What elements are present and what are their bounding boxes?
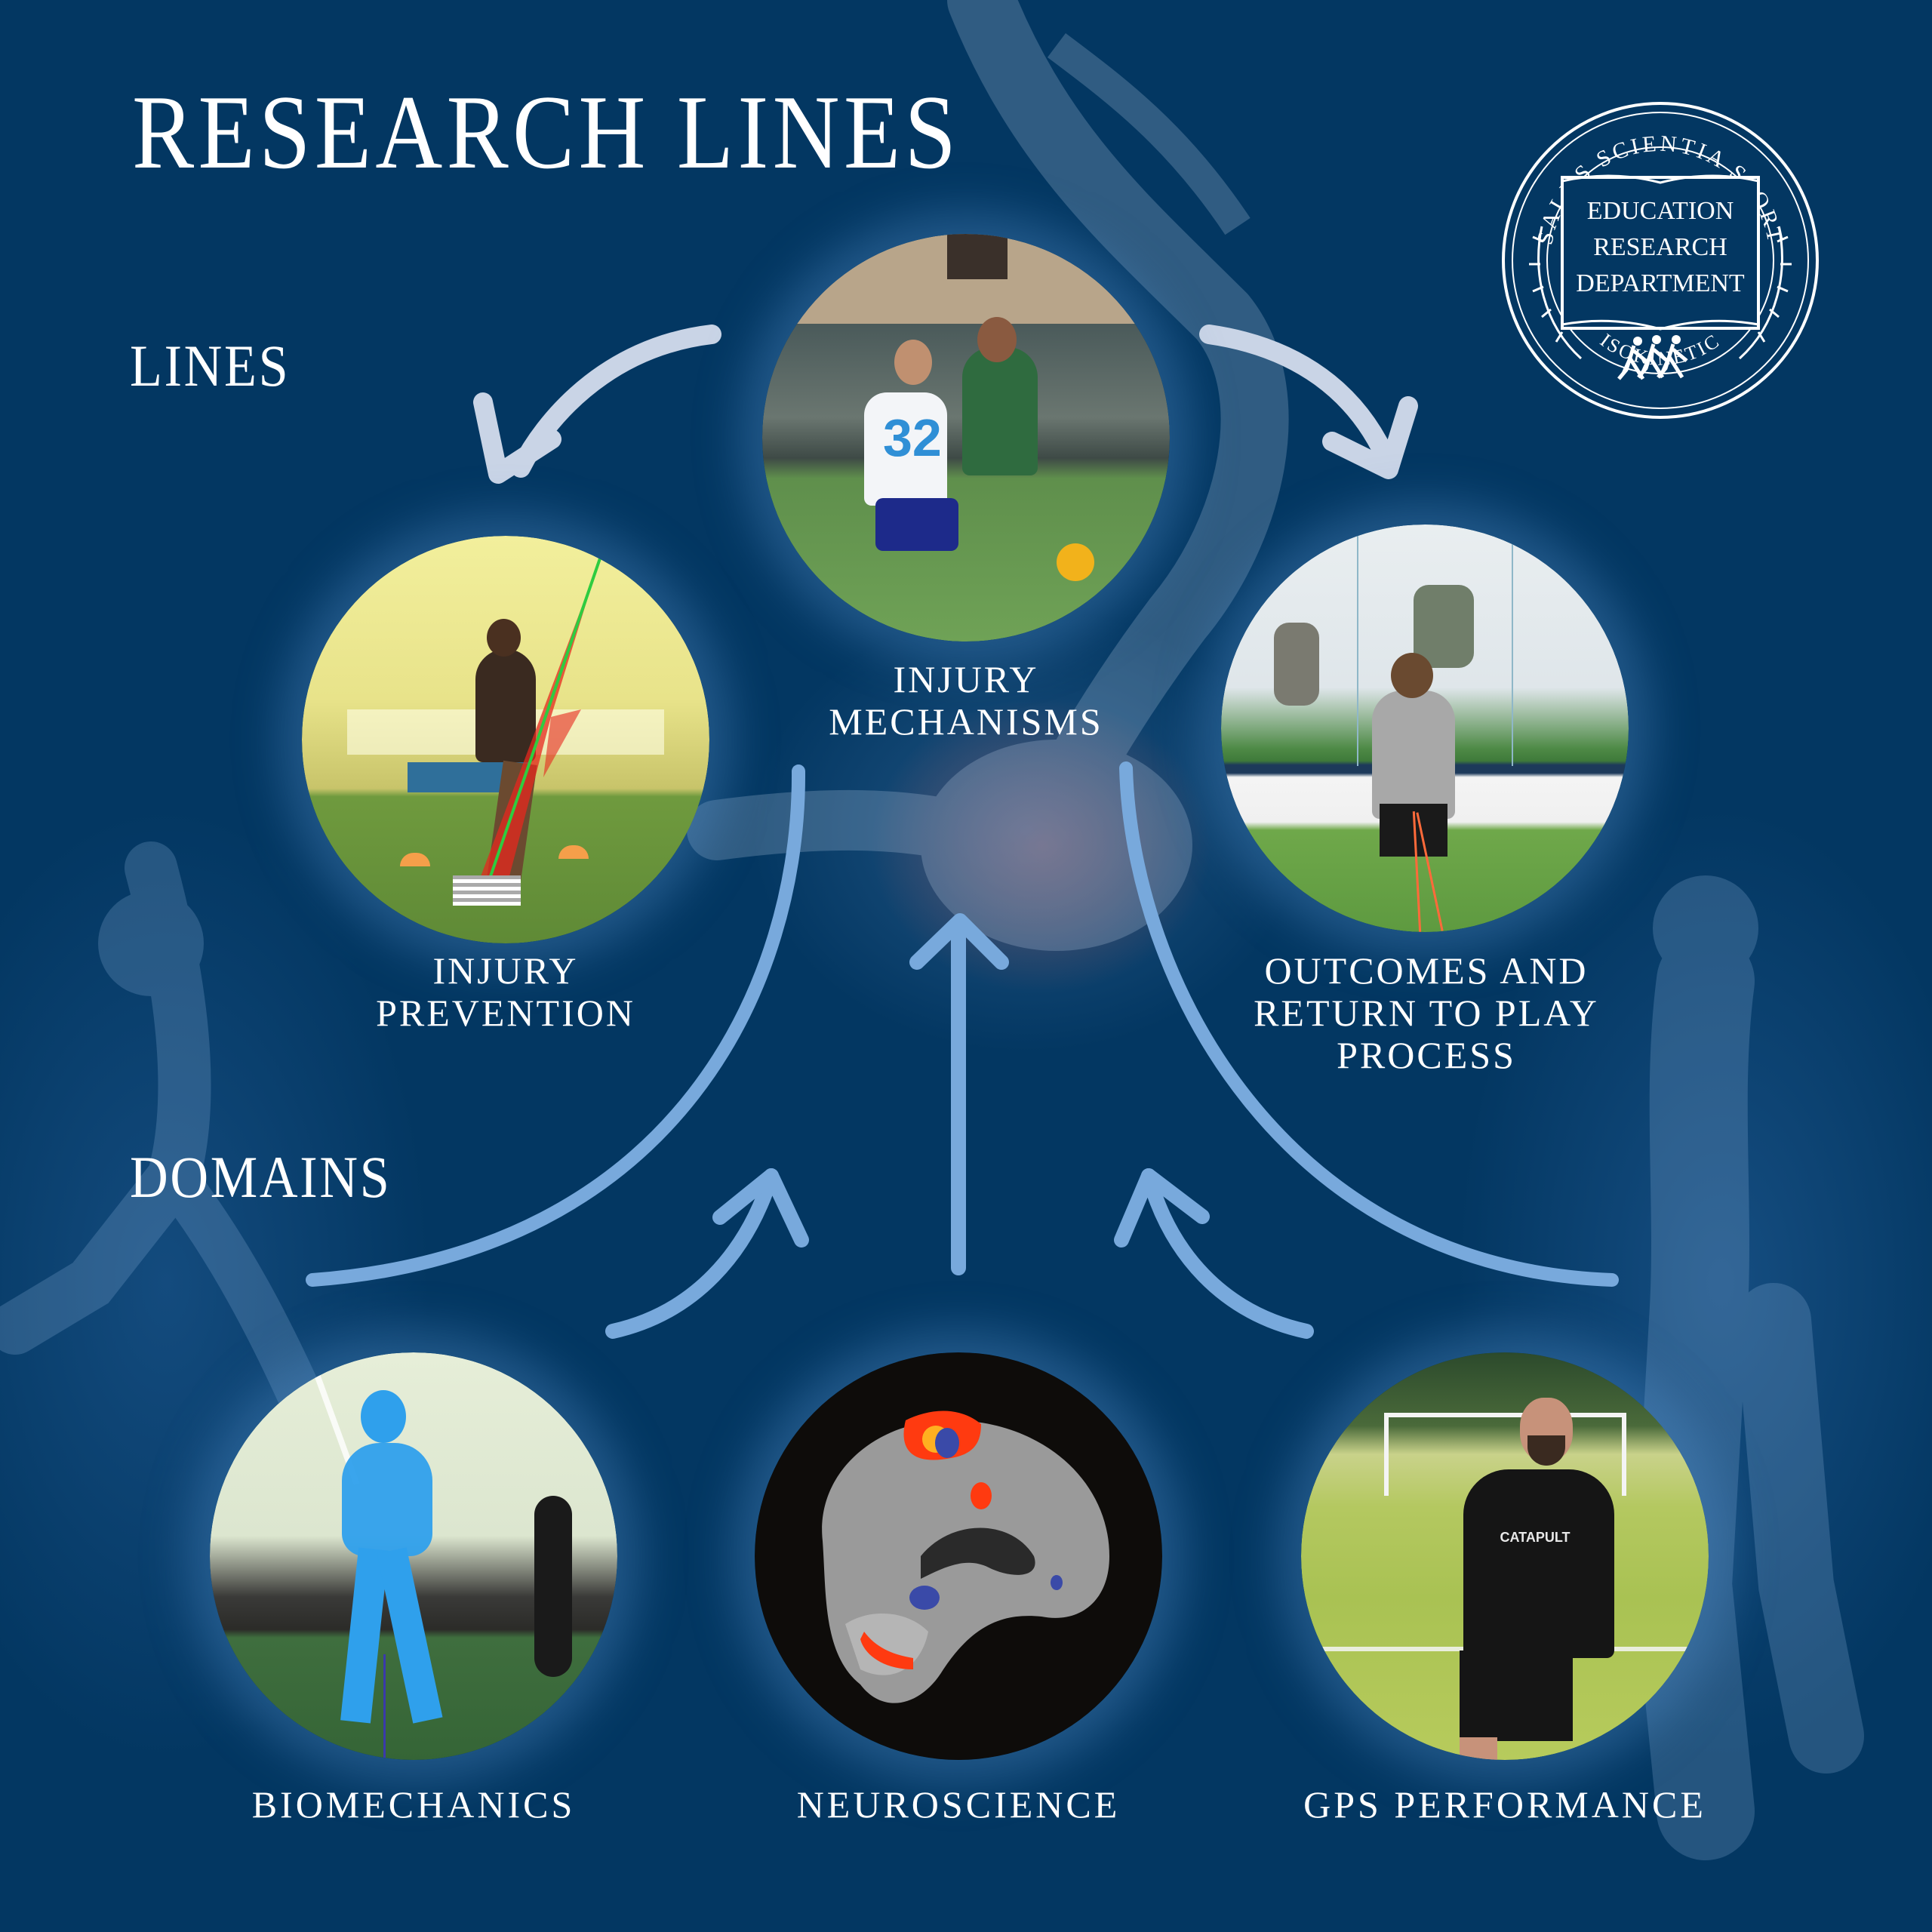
label-line: INJURY <box>893 658 1039 700</box>
athlete-shirt <box>1463 1469 1614 1658</box>
laurel-right-icon <box>1738 226 1792 360</box>
arrow-biomechanics-up <box>605 1168 809 1339</box>
jersey-number: 32 <box>883 408 942 467</box>
skeleton-head <box>361 1390 406 1443</box>
node-gps-performance[interactable]: CATAPULT <box>1301 1352 1709 1760</box>
player-green-jersey <box>962 347 1038 475</box>
screen-athlete-left <box>1274 623 1319 706</box>
node-biomechanics[interactable] <box>210 1352 617 1760</box>
running-athletes-icon <box>1617 335 1688 380</box>
label-gps-performance: GPS PERFORMANCE <box>1303 1783 1706 1826</box>
skeleton-leg-right <box>377 1547 443 1724</box>
athlete-figure <box>475 649 536 762</box>
node-injury-mechanisms[interactable]: 32 <box>762 234 1170 641</box>
label-line: INJURY <box>432 949 579 992</box>
force-vector-overlay <box>475 558 601 899</box>
page-title: RESEARCH LINES <box>132 74 961 191</box>
seal-line-2: RESEARCH <box>1593 233 1727 261</box>
catapult-vest-athlete-photo: CATAPULT <box>1301 1352 1709 1760</box>
seal-line-1: EDUCATION <box>1587 197 1734 225</box>
background-person <box>534 1496 572 1677</box>
label-line: RETURN TO PLAY <box>1254 992 1599 1034</box>
arrow-neuroscience-up <box>909 913 1009 1275</box>
seal-line-3: DEPARTMENT <box>1576 269 1745 297</box>
football-icon <box>1057 543 1094 581</box>
education-research-department-seal: SALUS SCIENTIA SPORT ISOKINETIC EDUCATIO… <box>1502 102 1819 419</box>
label-line: MECHANISMS <box>829 700 1103 743</box>
vest-brand: CATAPULT <box>1500 1530 1571 1545</box>
node-injury-prevention[interactable] <box>302 536 709 943</box>
rehab-video-analysis-photo <box>1221 525 1629 932</box>
screen-athlete-center <box>1414 585 1474 668</box>
book-icon <box>1561 176 1760 330</box>
arrow-mechanisms-to-outcomes <box>1199 325 1418 479</box>
label-line: PREVENTION <box>376 992 635 1034</box>
athlete-back <box>1372 691 1455 819</box>
label-biomechanics: BIOMECHANICS <box>251 1783 576 1826</box>
arrow-mechanisms-to-prevention <box>473 325 721 484</box>
label-line: OUTCOMES AND <box>1264 949 1589 992</box>
label-injury-prevention: INJURY PREVENTION <box>332 949 679 1034</box>
domains-section-label: DOMAINS <box>130 1144 392 1210</box>
lines-section-label: LINES <box>130 333 291 398</box>
label-outcomes-return-to-play: OUTCOMES AND RETURN TO PLAY PROCESS <box>1230 949 1623 1076</box>
label-neuroscience: NEUROSCIENCE <box>796 1783 1121 1826</box>
node-outcomes-return-to-play[interactable] <box>1221 525 1629 932</box>
arrow-biomechanics-curve <box>306 764 806 1287</box>
player-white-jersey <box>864 392 947 506</box>
arrow-gps-up <box>1114 1168 1314 1339</box>
activation-blue <box>935 1428 959 1458</box>
label-injury-mechanisms: INJURY MECHANISMS <box>800 658 1132 743</box>
football-tackle-photo: 32 <box>762 234 1170 641</box>
node-neuroscience[interactable] <box>755 1352 1162 1760</box>
skeleton-torso <box>342 1443 432 1556</box>
arrow-outcomes-curve <box>1119 761 1619 1287</box>
motion-analysis-gym-photo <box>302 536 709 943</box>
laurel-left-icon <box>1529 226 1583 360</box>
label-line: PROCESS <box>1337 1034 1516 1076</box>
skeleton-overlay-photo <box>210 1352 617 1760</box>
brain-mri-photo <box>755 1352 1162 1760</box>
